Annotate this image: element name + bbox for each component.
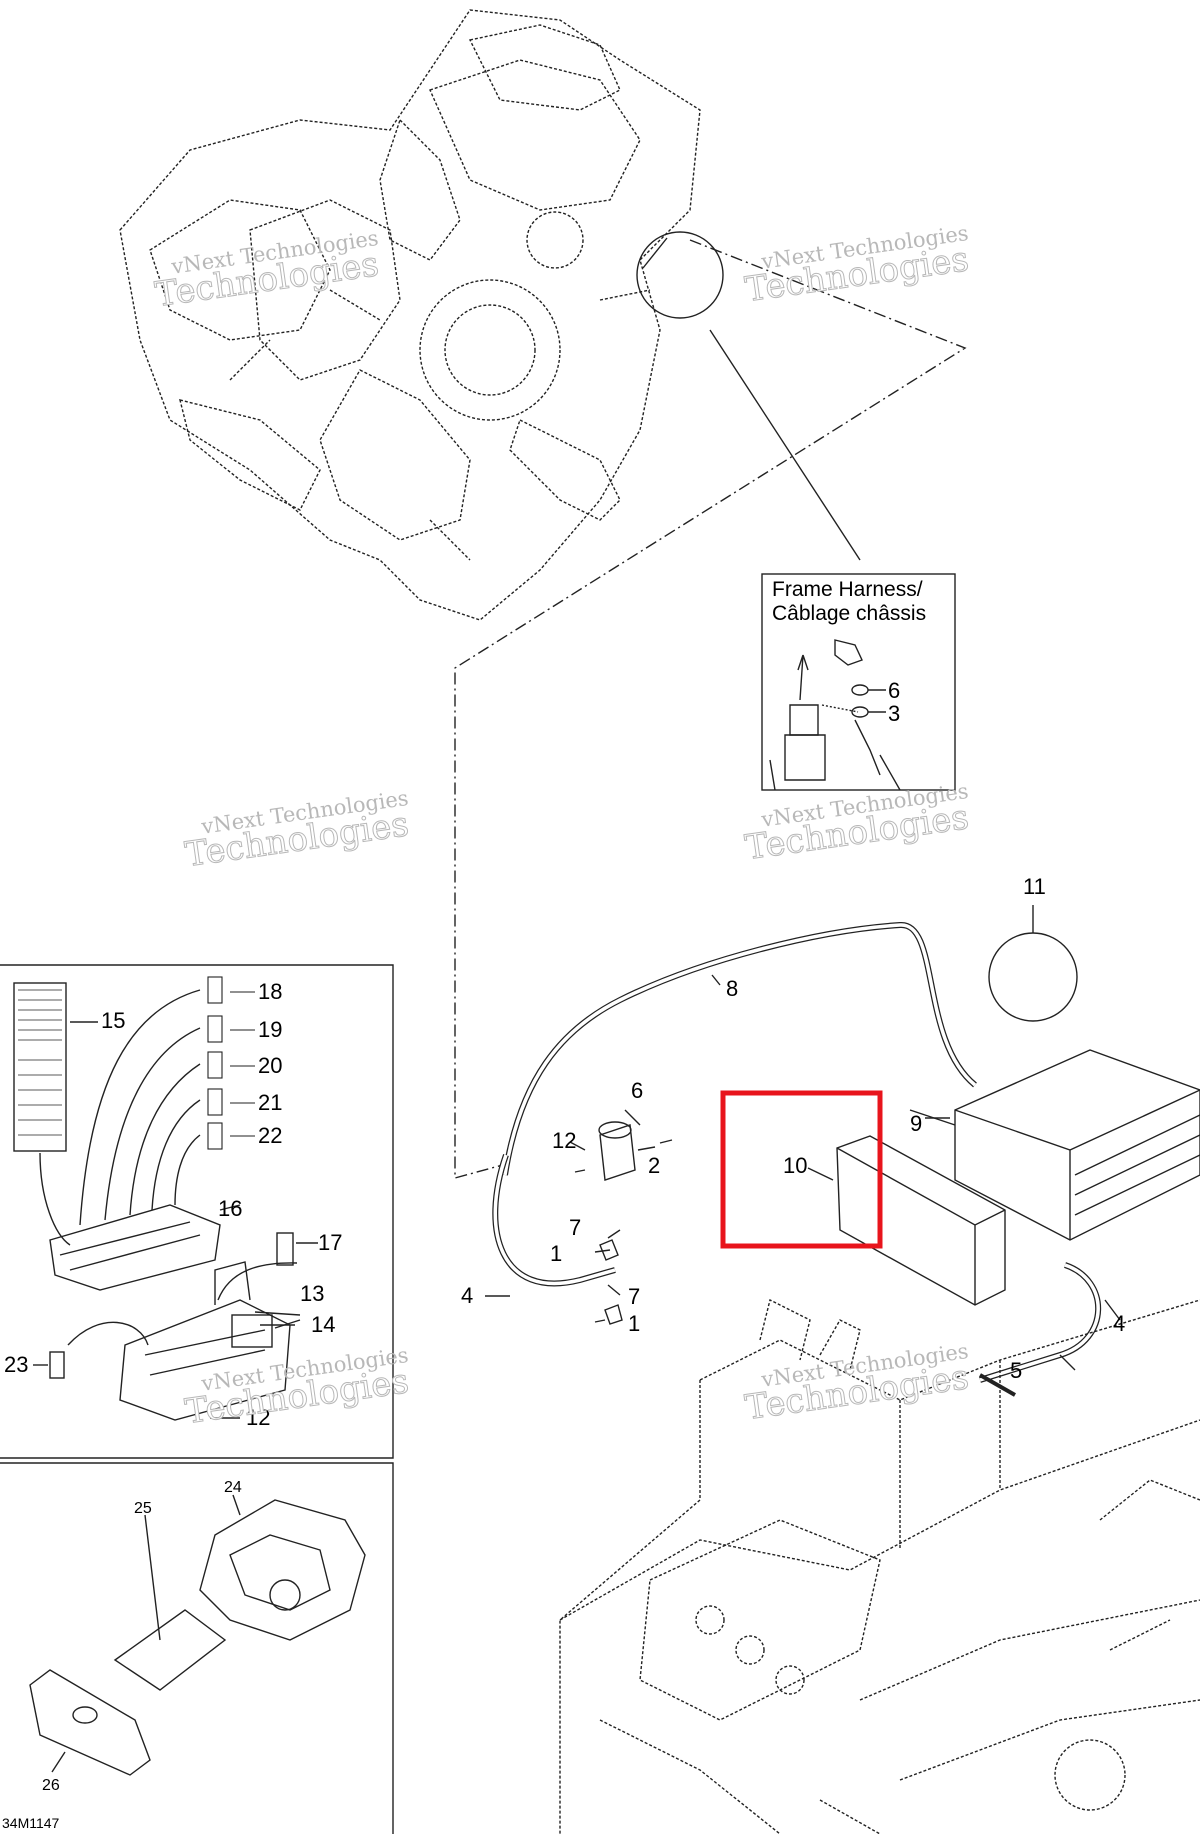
callout-1-lower: 1 — [628, 1311, 641, 1336]
callout-24: 24 — [224, 1479, 242, 1496]
callout-6: 6 — [631, 1078, 644, 1103]
callout-8: 8 — [726, 976, 739, 1001]
inset-title-en: Frame Harness/ — [772, 578, 923, 601]
callout-7-upper: 7 — [569, 1215, 582, 1240]
callout-12-fusebox: 12 — [246, 1405, 271, 1430]
drawing-code: 34M1147 — [2, 1815, 60, 1831]
callout-21: 21 — [258, 1090, 283, 1115]
reference-line — [454, 239, 967, 1179]
callout-1-upper: 1 — [550, 1241, 563, 1266]
inset-title-fr: Câblage châssis — [772, 602, 927, 625]
callout-20: 20 — [258, 1053, 283, 1078]
callout-12-main: 12 — [552, 1128, 577, 1153]
callout-13: 13 — [300, 1281, 325, 1306]
callout-14: 14 — [311, 1312, 336, 1337]
vehicle-frame-illustration — [559, 1298, 1200, 1834]
callout-10: 10 — [783, 1153, 808, 1178]
callout-6-inset: 6 — [888, 678, 901, 703]
detail-circle — [636, 231, 724, 319]
callout-9: 9 — [910, 1111, 923, 1136]
callout-11: 11 — [1023, 874, 1046, 899]
callout-22: 22 — [258, 1123, 283, 1148]
battery-illustration — [492, 905, 1200, 1397]
callout-26: 26 — [42, 1777, 60, 1794]
callout-17: 17 — [318, 1230, 343, 1255]
callout-4-left: 4 — [461, 1283, 474, 1308]
battery-tray-panel — [0, 1462, 394, 1834]
engine-illustration — [119, 9, 701, 621]
callout-25: 25 — [134, 1500, 152, 1517]
detail-arrow — [642, 237, 668, 269]
callout-2: 2 — [648, 1153, 661, 1178]
callout-5: 5 — [1010, 1358, 1023, 1383]
callout-19: 19 — [258, 1017, 283, 1042]
fuse-box-panel — [0, 964, 394, 1459]
callout-3: 3 — [888, 701, 901, 726]
callout-7-lower: 7 — [628, 1284, 641, 1309]
callout-15: 15 — [101, 1008, 126, 1033]
frame-harness-inset — [761, 573, 956, 791]
callout-16: 16 — [218, 1196, 243, 1221]
callout-4-right: 4 — [1113, 1311, 1126, 1336]
highlight-box — [720, 1090, 883, 1249]
callout-18: 18 — [258, 979, 283, 1004]
inset-leader-line — [709, 329, 861, 561]
callout-23: 23 — [4, 1352, 29, 1377]
